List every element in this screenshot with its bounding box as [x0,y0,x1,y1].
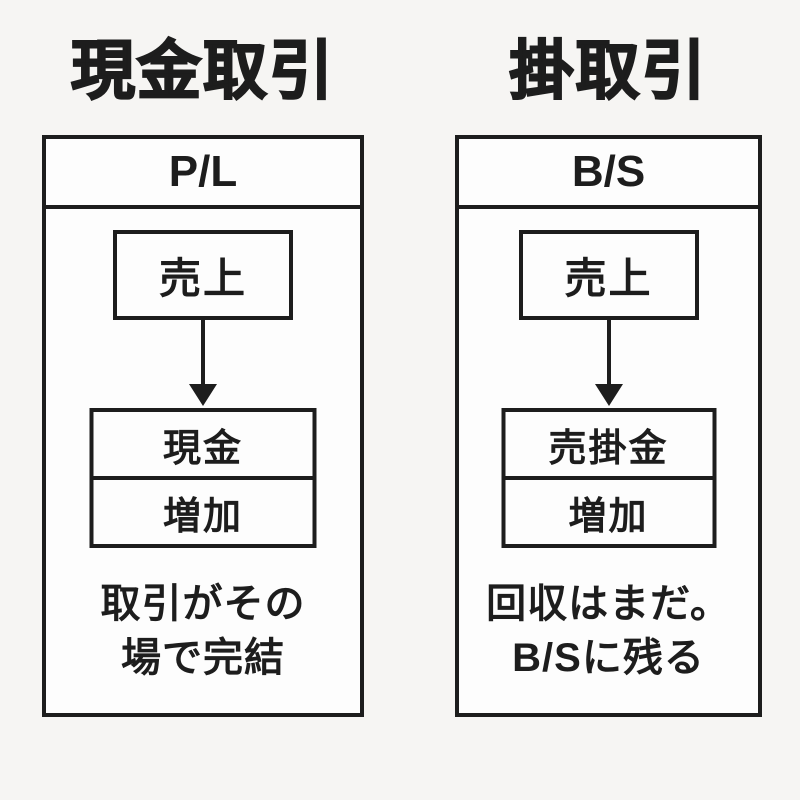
account-change-cell: 増加 [162,495,243,538]
column-title-credit: 掛取引 [509,34,708,108]
sales-box: 売上 [518,230,699,320]
account-name-cell: 現金 [93,412,313,480]
down-arrow-icon [201,320,205,384]
caption-credit: 回収はまだ。 B/Sに残る [459,577,758,685]
credit-transaction-column: 掛取引 B/S 売上 売掛金 増加 回収はまだ。 B/Sに残る [455,0,762,800]
caption-line-2: 場で完結 [121,636,285,680]
column-title-cash: 現金取引 [70,34,335,108]
account-name-cell: 売掛金 [505,412,712,480]
caption-line-1: 取引がその [100,582,306,626]
statement-header-pl: P/L [46,139,360,209]
pl-statement-panel: P/L 売上 現金 増加 取引がその 場で完結 [42,135,364,717]
account-box: 現金 増加 [89,408,317,548]
caption-line-1: 回収はまだ。 [486,582,731,626]
sales-box: 売上 [113,230,293,320]
account-box: 売掛金 増加 [501,408,716,548]
bs-statement-panel: B/S 売上 売掛金 増加 回収はまだ。 B/Sに残る [455,135,762,717]
account-change-cell: 増加 [568,495,649,538]
cash-transaction-column: 現金取引 P/L 売上 現金 増加 取引がその 場で完結 [42,0,364,800]
caption-cash: 取引がその 場で完結 [46,577,360,685]
down-arrow-head-icon [594,384,623,406]
caption-line-2: B/Sに残る [512,636,705,680]
down-arrow-icon [606,320,611,384]
statement-header-bs: B/S [459,139,758,209]
down-arrow-head-icon [189,384,217,406]
